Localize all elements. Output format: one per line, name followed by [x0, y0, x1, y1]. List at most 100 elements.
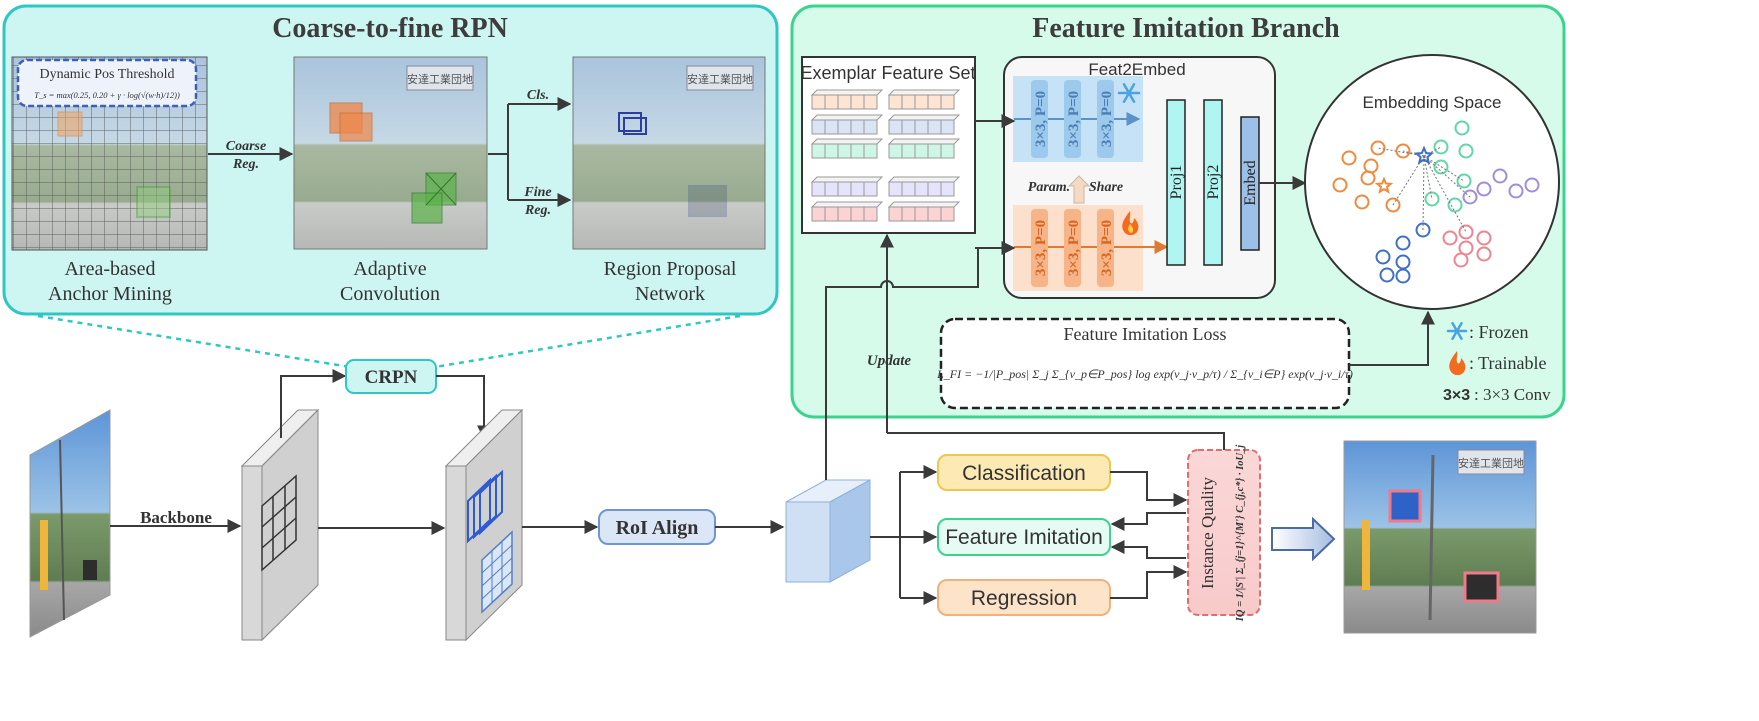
- fib-connectors: [975, 114, 1307, 255]
- legend: : Frozen : Trainable 3×3 : 3×3 Conv: [1443, 321, 1551, 404]
- iq-connectors: [1110, 471, 1188, 599]
- flame-icon: [1122, 211, 1139, 236]
- roi-align-box[interactable]: RoI Align: [598, 509, 716, 545]
- exemplar-cell: [837, 143, 852, 159]
- embedding-point: [1385, 197, 1401, 213]
- exemplar-cell: [811, 206, 826, 222]
- loss-title: Feature Imitation Loss: [1064, 324, 1227, 344]
- embedding-point: [1395, 235, 1411, 251]
- embedding-point: [1476, 246, 1492, 262]
- embedding-point: [1454, 120, 1470, 136]
- embedding-ray: [1402, 150, 1425, 157]
- fine-reg-label-1: Fine: [523, 185, 551, 200]
- anchor-box-orange: [57, 111, 83, 137]
- embedding-space: Embedding Space: [1304, 54, 1560, 310]
- feature-map-2: [444, 408, 524, 642]
- crpn-zoom-line-right: [434, 314, 741, 369]
- exemplar-cell: [940, 206, 955, 222]
- embedding-point: [1354, 194, 1370, 210]
- embedding-point: [1360, 170, 1376, 186]
- snowflake-icon: [1117, 83, 1141, 103]
- embedding-point: [1458, 224, 1474, 240]
- trainable-conv-1: 3×3, P=0: [1033, 220, 1049, 276]
- frozen-conv-3: 3×3, P=0: [1099, 91, 1115, 147]
- exemplar-cell: [850, 94, 865, 110]
- anchor-box-green: [136, 186, 171, 218]
- exemplar-row-top: [810, 114, 884, 121]
- trainable-conv-3: 3×3, P=0: [1099, 220, 1115, 276]
- sign-text-2: 安達工業団地: [687, 72, 753, 86]
- embedding-point: [1415, 222, 1431, 238]
- crpn-box[interactable]: CRPN: [345, 359, 437, 394]
- exemplar-row-top: [887, 89, 961, 96]
- stage3-label-line1: Region Proposal: [604, 258, 737, 280]
- exemplar-cell: [824, 206, 839, 222]
- stage1-label-line2: Anchor Mining: [48, 283, 172, 305]
- embedding-space-title: Embedding Space: [1363, 93, 1502, 112]
- stage1-label-line1: Area-based: [64, 258, 155, 280]
- dynamic-threshold-formula: T_s = max(0.25, 0.20 + γ · log(√(w·h)/12…: [34, 90, 180, 100]
- feature-to-crpn-arrow: [280, 369, 347, 438]
- proj1-box: [1166, 99, 1186, 266]
- fib-panel-title: Feature Imitation Branch: [1032, 13, 1340, 44]
- exemplar-cell: [901, 119, 916, 135]
- legend-snowflake-icon: [1446, 321, 1468, 341]
- embedding-point: [1456, 173, 1472, 189]
- exemplar-cell: [850, 119, 865, 135]
- exemplar-cell: [837, 206, 852, 222]
- legend-conv-val: : 3×3 Conv: [1474, 385, 1551, 404]
- instance-quality-box[interactable]: Instance Quality IQ = 1/|S'| Σ_{j=1}^{M'…: [1187, 445, 1261, 623]
- exemplar-cell: [824, 143, 839, 159]
- trainable-conv-2: 3×3, P=0: [1066, 220, 1082, 276]
- embedding-point: [1492, 168, 1508, 184]
- exemplar-feature-set: Exemplar Feature Set: [800, 56, 976, 234]
- embedding-point: [1375, 249, 1391, 265]
- feature-map-1: [240, 408, 320, 642]
- exemplar-cell: [927, 181, 942, 197]
- exemplar-cell: [901, 206, 916, 222]
- exemplar-cell: [888, 119, 903, 135]
- exemplar-cell: [811, 94, 826, 110]
- embedding-point: [1442, 230, 1458, 246]
- exemplar-cell: [837, 94, 852, 110]
- embedding-point: [1476, 230, 1492, 246]
- embed-label: Embed: [1242, 160, 1259, 205]
- exemplar-cell: [914, 181, 929, 197]
- classification-box[interactable]: Classification: [937, 454, 1111, 491]
- regression-label: Regression: [971, 587, 1077, 610]
- exemplar-cell: [914, 94, 929, 110]
- exemplar-row-top: [887, 114, 961, 121]
- regression-box[interactable]: Regression: [937, 579, 1111, 616]
- embedding-point: [1379, 267, 1395, 283]
- exemplar-cell: [914, 206, 929, 222]
- embedding-point: [1332, 177, 1348, 193]
- feat2embed-block: Feat2Embed 3×3, P=0 3×3, P=0 3×3, P=0 Pa…: [1003, 56, 1276, 299]
- exemplar-cell: [824, 119, 839, 135]
- exemplar-row-top: [810, 176, 884, 183]
- exemplar-row-top: [887, 138, 961, 145]
- exemplar-cell: [863, 206, 878, 222]
- sign-text-3: 安達工業団地: [1458, 456, 1524, 470]
- iq-feedback-line: [887, 432, 1225, 450]
- crpn-zoom-line-left: [37, 314, 351, 369]
- instance-quality-label: Instance Quality: [1198, 477, 1217, 589]
- embedding-point: [1370, 140, 1386, 156]
- exemplar-cell: [940, 119, 955, 135]
- exemplar-cell: [888, 94, 903, 110]
- adaptive-conv-image: 安達工業団地: [293, 56, 488, 250]
- feature-imitation-label: Feature Imitation: [945, 526, 1103, 549]
- exemplar-cell: [824, 94, 839, 110]
- fib-panel: Feature Imitation Branch Exemplar Featur…: [790, 4, 1566, 419]
- feature-imitation-box[interactable]: Feature Imitation: [937, 518, 1111, 556]
- legend-flame-icon: [1449, 351, 1466, 376]
- loss-formula: L_FI = −1/|P_pos| Σ_j Σ_{v_p∈P_pos} log …: [936, 367, 1353, 381]
- exemplar-cell: [888, 181, 903, 197]
- legend-trainable: : Trainable: [1469, 353, 1547, 373]
- exemplar-cell: [863, 143, 878, 159]
- embedding-point: [1462, 189, 1478, 205]
- stage2-label-line2: Convolution: [340, 283, 440, 305]
- embedding-point: [1395, 268, 1411, 284]
- trainable-conv-row: 3×3, P=0 3×3, P=0 3×3, P=0: [1014, 209, 1169, 287]
